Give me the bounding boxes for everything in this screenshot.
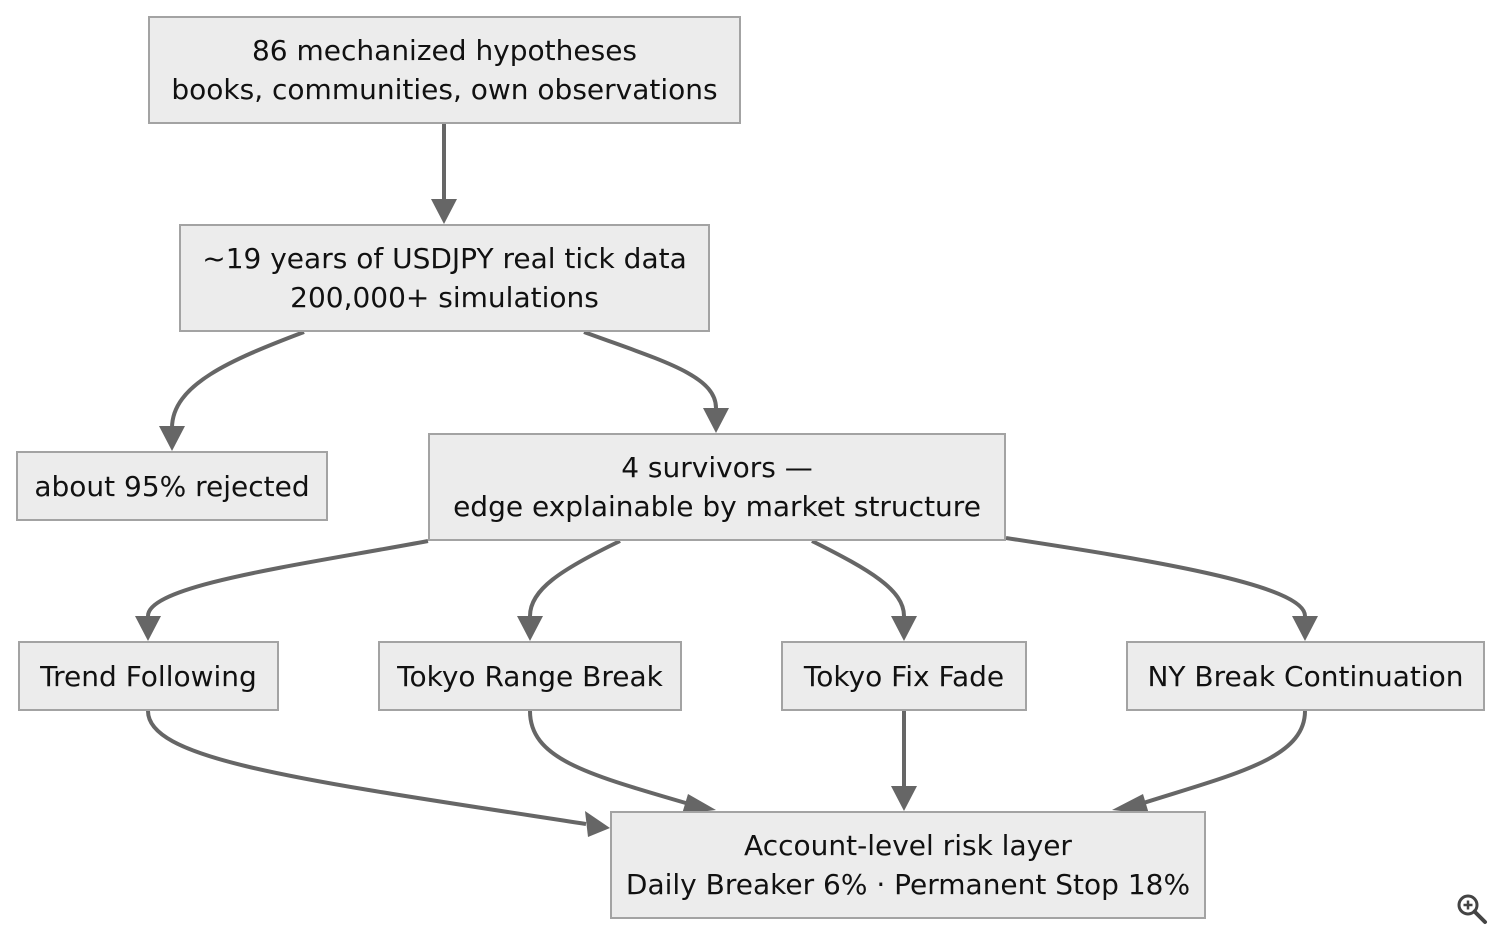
node-ny-break-continuation-label: NY Break Continuation — [1147, 659, 1464, 693]
arrowhead-ny-risk — [1112, 794, 1149, 814]
edge-survivors-to-ny — [1005, 536, 1307, 617]
arrowhead-rejected — [159, 426, 185, 451]
arrowhead-trend-risk — [585, 811, 610, 837]
edge-ny-to-risk — [1133, 710, 1307, 808]
node-tick-data-line2: 200,000+ simulations — [290, 281, 599, 314]
node-hypotheses-line1: 86 mechanized hypotheses — [251, 34, 638, 67]
arrowhead-tokyo-fix-risk — [891, 786, 917, 811]
arrowhead-tokyo-range — [517, 616, 543, 641]
arrowhead-survivors — [703, 408, 729, 433]
node-tokyo-fix-fade-label: Tokyo Fix Fade — [803, 659, 1005, 693]
node-rejected: about 95% rejected — [16, 451, 328, 521]
edge-data-to-survivors — [583, 330, 718, 409]
node-risk-layer-line2: Daily Breaker 6% · Permanent Stop 18% — [625, 868, 1191, 901]
arrowhead-data — [431, 199, 457, 224]
edge-survivors-to-trend — [146, 539, 429, 617]
node-survivors: 4 survivors — edge explainable by market… — [428, 433, 1006, 541]
node-tokyo-range-break: Tokyo Range Break — [378, 641, 682, 711]
node-risk-layer-line1: Account-level risk layer — [744, 829, 1072, 862]
node-risk-layer: Account-level risk layer Daily Breaker 6… — [610, 811, 1206, 919]
zoom-in-icon — [1457, 894, 1487, 924]
edge-tokyo-range-to-risk — [528, 710, 697, 808]
arrowhead-trend — [135, 616, 161, 641]
zoom-button[interactable] — [1455, 892, 1489, 926]
node-trend-following-label: Trend Following — [40, 659, 257, 693]
edge-trend-to-risk — [146, 710, 587, 826]
edge-survivors-to-tokyo-range — [528, 539, 621, 617]
node-tick-data-line1: ~19 years of USDJPY real tick data — [202, 242, 687, 275]
node-tick-data: ~19 years of USDJPY real tick data 200,0… — [179, 224, 710, 332]
node-hypotheses-line2: books, communities, own observations — [171, 73, 718, 106]
arrowhead-tokyo-fix — [891, 616, 917, 641]
edge-data-to-rejected — [170, 330, 305, 429]
arrowhead-ny — [1292, 616, 1318, 641]
node-rejected-label: about 95% rejected — [34, 469, 310, 503]
node-survivors-line2: edge explainable by market structure — [453, 490, 981, 523]
node-survivors-line1: 4 survivors — — [621, 451, 813, 484]
node-tokyo-range-break-label: Tokyo Range Break — [397, 659, 663, 693]
edge-survivors-to-tokyo-fix — [811, 539, 906, 617]
node-tokyo-fix-fade: Tokyo Fix Fade — [781, 641, 1027, 711]
node-trend-following: Trend Following — [18, 641, 279, 711]
node-ny-break-continuation: NY Break Continuation — [1126, 641, 1485, 711]
arrowhead-tokyo-range-risk — [682, 794, 716, 814]
node-hypotheses: 86 mechanized hypotheses books, communit… — [148, 16, 741, 124]
